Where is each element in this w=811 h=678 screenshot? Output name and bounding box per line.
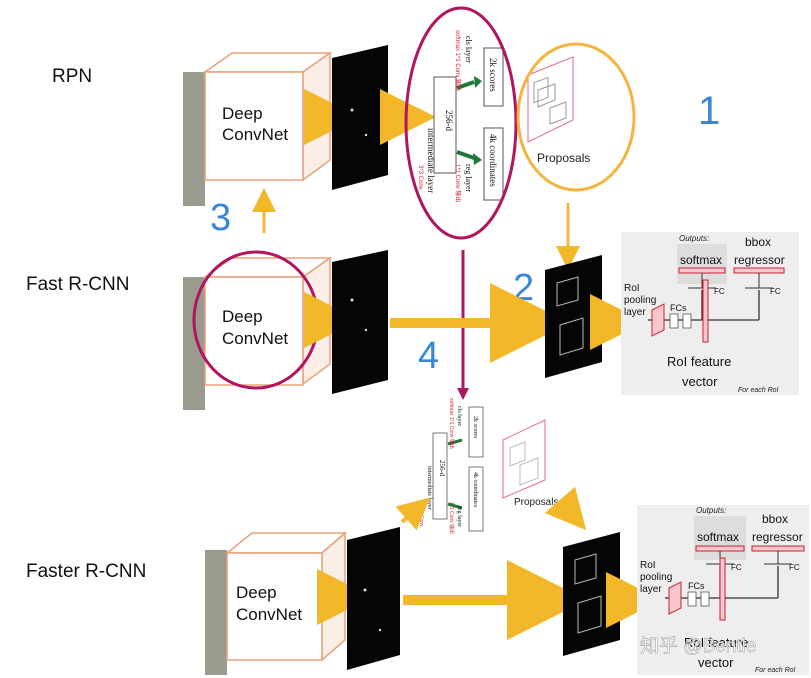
cube-label-line2: ConvNet xyxy=(236,605,302,624)
bbox-label-1: bbox xyxy=(762,512,788,526)
outputs-label: Outputs: xyxy=(679,234,709,243)
row-label-faster-rcnn: Faster R-CNN xyxy=(26,561,146,582)
intermediate-layer-label: intermediate layer xyxy=(426,128,436,193)
intermediate-note: 3*3 Conv xyxy=(417,165,423,190)
green-arrow-reg xyxy=(456,150,475,160)
cls-layer-label: cls layer xyxy=(464,36,473,63)
proposals-small: Proposals xyxy=(502,419,558,508)
reg-note: 1*1 Conv 输出 xyxy=(448,502,455,534)
fc-label: FC xyxy=(731,563,742,572)
input-image-strip xyxy=(183,72,205,206)
coordinates-box xyxy=(483,127,504,201)
bbox-label-2: regressor xyxy=(752,530,803,544)
softmax-label: softmax xyxy=(697,530,739,544)
fcs-label: FCs xyxy=(688,581,705,591)
magenta-circle-rpn-head xyxy=(404,6,518,240)
softmax-label: softmax xyxy=(680,253,722,267)
fc-label: FC xyxy=(770,287,781,296)
feature-map-faster xyxy=(347,527,400,670)
fc-label: FC xyxy=(789,563,800,572)
bbox-label-2: regressor xyxy=(734,253,785,267)
cls-note: softmax 1*1 Conv 输出 xyxy=(448,398,455,449)
intermediate-dim: 256-d xyxy=(438,460,446,477)
cube-label-line1: Deep xyxy=(222,307,263,326)
input-image-strip xyxy=(205,550,227,675)
roi-feature-label-1: RoI feature xyxy=(667,354,731,369)
roi-pool-3: layer xyxy=(624,307,646,318)
rpn-head-top: 256-d intermediate layer 3*3 Conv 2k sco… xyxy=(417,30,504,202)
step-2: 2 xyxy=(513,267,534,309)
reg-layer-label: reg layer xyxy=(456,506,462,527)
feature-map-fast xyxy=(332,250,388,394)
step-1: 1 xyxy=(698,89,720,133)
coordinates-label: 4k coordinates xyxy=(488,134,498,187)
coordinates-label: 4k coordinates xyxy=(472,472,478,508)
feature-map-rpn xyxy=(332,45,388,190)
roi-feature-label-1: RoI feature xyxy=(684,635,748,650)
for-each-roi: For each RoI xyxy=(738,387,779,394)
roi-head-panel-fast: Outputs: softmax bbox regressor FC FC Ro… xyxy=(621,232,799,395)
orange-circle-proposals xyxy=(516,42,636,192)
roi-map-fast xyxy=(545,255,602,378)
roi-pool-2: pooling xyxy=(624,295,656,306)
cube-label-line1: Deep xyxy=(222,104,263,123)
roi-pool-1: RoI xyxy=(624,283,640,294)
for-each-roi: For each RoI xyxy=(755,667,796,674)
rpn-head-small: 256-d intermediate layer 3*3 Conv 2k sco… xyxy=(418,398,484,534)
roi-feature-label-2: vector xyxy=(682,374,718,389)
row-label-fast-rcnn: Fast R-CNN xyxy=(26,274,129,295)
faster-convnet-block: Deep ConvNet xyxy=(205,531,348,675)
rpn-convnet-block: Deep ConvNet xyxy=(183,51,333,206)
proposals-top: Proposals xyxy=(527,56,590,165)
fc-label: FC xyxy=(714,287,725,296)
roi-pool-1: RoI xyxy=(640,560,656,571)
arrow-feature-to-rpn-small xyxy=(395,497,431,531)
intermediate-layer-label: intermediate layer xyxy=(426,466,432,509)
roi-head-panel-faster: Outputs: softmax bbox regressor FC FC Ro… xyxy=(637,505,809,675)
proposals-label-top: Proposals xyxy=(537,151,590,165)
roi-pool-3: layer xyxy=(640,584,662,595)
proposals-label-small: Proposals xyxy=(514,497,558,508)
roi-map-faster xyxy=(563,532,620,656)
cls-note: softmax 1*1 Conv 输出 xyxy=(454,30,462,91)
intermediate-layer-box xyxy=(433,76,457,174)
roi-feature-label-2: vector xyxy=(698,655,734,670)
cube-label-line2: ConvNet xyxy=(222,125,288,144)
outputs-label: Outputs: xyxy=(696,506,726,515)
scores-box xyxy=(483,47,504,107)
reg-layer-label: reg layer xyxy=(464,164,473,193)
arrow-proposals-to-roi-small xyxy=(544,486,587,531)
bbox-label-1: bbox xyxy=(745,235,771,249)
row-label-rpn: RPN xyxy=(52,66,92,87)
scores-label: 2k scores xyxy=(472,416,478,439)
proposals-sheet xyxy=(527,56,574,143)
scores-label: 2k scores xyxy=(488,58,498,92)
intermediate-dim: 256-d xyxy=(444,110,454,131)
cube-front xyxy=(204,71,304,181)
fcs-label: FCs xyxy=(670,303,687,313)
step-3: 3 xyxy=(210,197,231,239)
roi-pool-2: pooling xyxy=(640,572,672,583)
cls-layer-label: cls layer xyxy=(456,406,462,426)
cube-label-line1: Deep xyxy=(236,583,277,602)
input-image-strip xyxy=(183,277,205,410)
cube-label-line2: ConvNet xyxy=(222,329,288,348)
step-4: 4 xyxy=(418,335,439,377)
watermark: 知乎 @Bentle xyxy=(640,635,756,657)
green-arrow-cls xyxy=(456,80,475,90)
reg-note: 1*1 Conv 输出 xyxy=(454,164,462,202)
